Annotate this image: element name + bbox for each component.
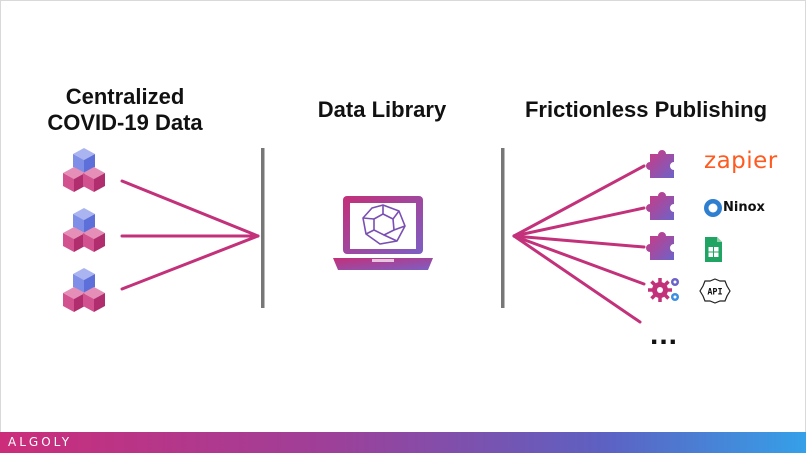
more-destinations: ... xyxy=(650,318,679,351)
left-connector-lines xyxy=(120,179,260,291)
api-label: API xyxy=(707,288,722,298)
divider-right xyxy=(501,148,505,308)
divider-left xyxy=(261,148,265,308)
heading-left-line1: Centralized xyxy=(65,84,185,109)
api-icon: API xyxy=(699,278,731,304)
laptop-dodecahedron-icon xyxy=(333,196,433,270)
heading-centralized-data: Centralized COVID-19 Data xyxy=(20,84,230,137)
connector-line xyxy=(512,234,642,324)
right-connector-lines xyxy=(512,164,646,324)
heading-data-library: Data Library xyxy=(317,97,447,122)
heading-frictionless-publishing: Frictionless Publishing xyxy=(524,97,768,122)
google-sheets-icon xyxy=(705,237,722,262)
connector-line xyxy=(120,179,260,238)
cube-stack-icon xyxy=(63,208,105,252)
gears-icon xyxy=(648,278,679,302)
algoly-logo: ALGOLY xyxy=(8,435,73,449)
ninox-logo xyxy=(704,199,722,217)
cube-stack-icon xyxy=(63,148,105,192)
heading-left-line2: COVID-19 Data xyxy=(47,110,203,136)
connector-line xyxy=(512,234,646,249)
puzzle-piece-icon xyxy=(646,150,674,178)
zapier-logo: zapier xyxy=(704,148,778,174)
connector-line xyxy=(512,234,646,286)
footer-bar: ALGOLY xyxy=(0,432,806,453)
connector-line xyxy=(512,206,646,238)
cube-stack-icon xyxy=(63,268,105,312)
connector-line xyxy=(120,234,260,291)
connector-line xyxy=(512,164,646,238)
puzzle-piece-icon xyxy=(646,192,674,220)
ninox-label: Ninox xyxy=(723,200,765,215)
puzzle-piece-icon xyxy=(646,232,674,260)
